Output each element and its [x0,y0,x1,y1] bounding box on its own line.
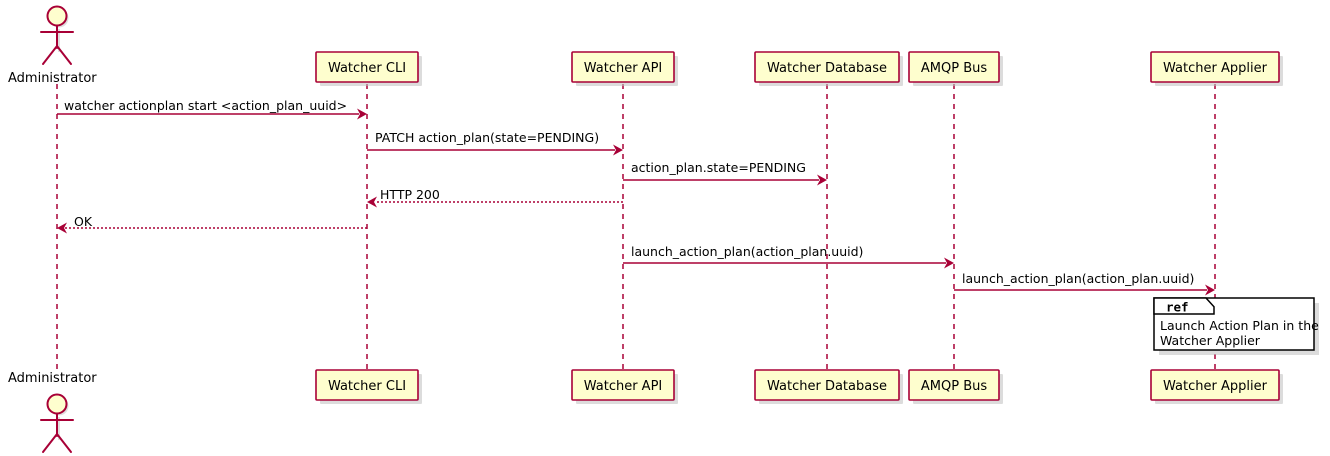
participant-watcher-cli-bottom[interactable]: Watcher CLI [315,369,422,404]
message-label: action_plan.state=PENDING [631,160,806,175]
participant-watcher-applier-top[interactable]: Watcher Applier [1150,51,1283,86]
message-msg-4: HTTP 200 [367,187,623,208]
message-arrowhead [817,174,827,186]
participant-label-amqp-bus: AMQP Bus [921,61,987,76]
message-arrowhead [613,144,623,156]
participant-label-watcher-cli: Watcher CLI [328,379,406,394]
ref-fragment-text-line: Launch Action Plan in the [1160,318,1319,333]
actor-head-icon [46,393,68,415]
message-arrowhead [367,196,377,208]
participant-label-watcher-applier: Watcher Applier [1163,379,1268,394]
messages-layer: watcher actionplan start <action_plan_uu… [57,98,1215,296]
message-label: HTTP 200 [380,187,440,202]
participant-watcher-database-bottom[interactable]: Watcher Database [754,369,903,404]
participant-label-amqp-bus: AMQP Bus [921,379,987,394]
participant-watcher-cli-top[interactable]: Watcher CLI [315,51,422,86]
participant-label-watcher-database: Watcher Database [767,379,887,394]
message-msg-1: watcher actionplan start <action_plan_uu… [57,98,367,120]
participant-label-watcher-api: Watcher API [584,61,663,76]
message-label: PATCH action_plan(state=PENDING) [375,130,599,145]
ref-fragment-text-line: Watcher Applier [1160,333,1261,348]
message-arrowhead [1205,284,1215,296]
message-arrowhead [944,257,954,269]
message-arrowhead [357,108,367,120]
participant-label-watcher-cli: Watcher CLI [328,61,406,76]
message-msg-2: PATCH action_plan(state=PENDING) [367,130,623,156]
participant-label-watcher-database: Watcher Database [767,61,887,76]
participant-watcher-database-top[interactable]: Watcher Database [754,51,903,86]
ref-fragment-tab [1153,297,1215,315]
message-msg-6: launch_action_plan(action_plan.uuid) [623,244,954,269]
actor-administrator-top[interactable]: Administrator [8,5,97,87]
participant-watcher-applier-bottom[interactable]: Watcher Applier [1150,369,1283,404]
participant-label-watcher-api: Watcher API [584,379,663,394]
ref-fragment-tab-label: ref [1166,300,1189,315]
message-msg-5: OK [57,214,367,234]
participant-watcher-api-bottom[interactable]: Watcher API [571,369,678,404]
participant-label-administrator: Administrator [8,371,97,386]
actor-head-icon [46,5,68,27]
message-label: watcher actionplan start <action_plan_uu… [64,98,347,113]
participant-amqp-bus-top[interactable]: AMQP Bus [908,51,1003,86]
message-label: launch_action_plan(action_plan.uuid) [962,271,1194,286]
message-label: launch_action_plan(action_plan.uuid) [631,244,863,259]
participants-top-layer: Administrator Watcher CLI Watcher API Watch… [8,5,1283,87]
message-arrowhead [57,222,67,234]
message-msg-3: action_plan.state=PENDING [623,160,827,186]
participant-label-watcher-applier: Watcher Applier [1163,61,1268,76]
participant-label-administrator: Administrator [8,71,97,86]
actor-administrator-bottom[interactable]: Administrator [8,371,97,453]
participant-watcher-api-top[interactable]: Watcher API [571,51,678,86]
participant-amqp-bus-bottom[interactable]: AMQP Bus [908,369,1003,404]
message-msg-7: launch_action_plan(action_plan.uuid) [954,271,1215,296]
message-label: OK [74,214,93,229]
